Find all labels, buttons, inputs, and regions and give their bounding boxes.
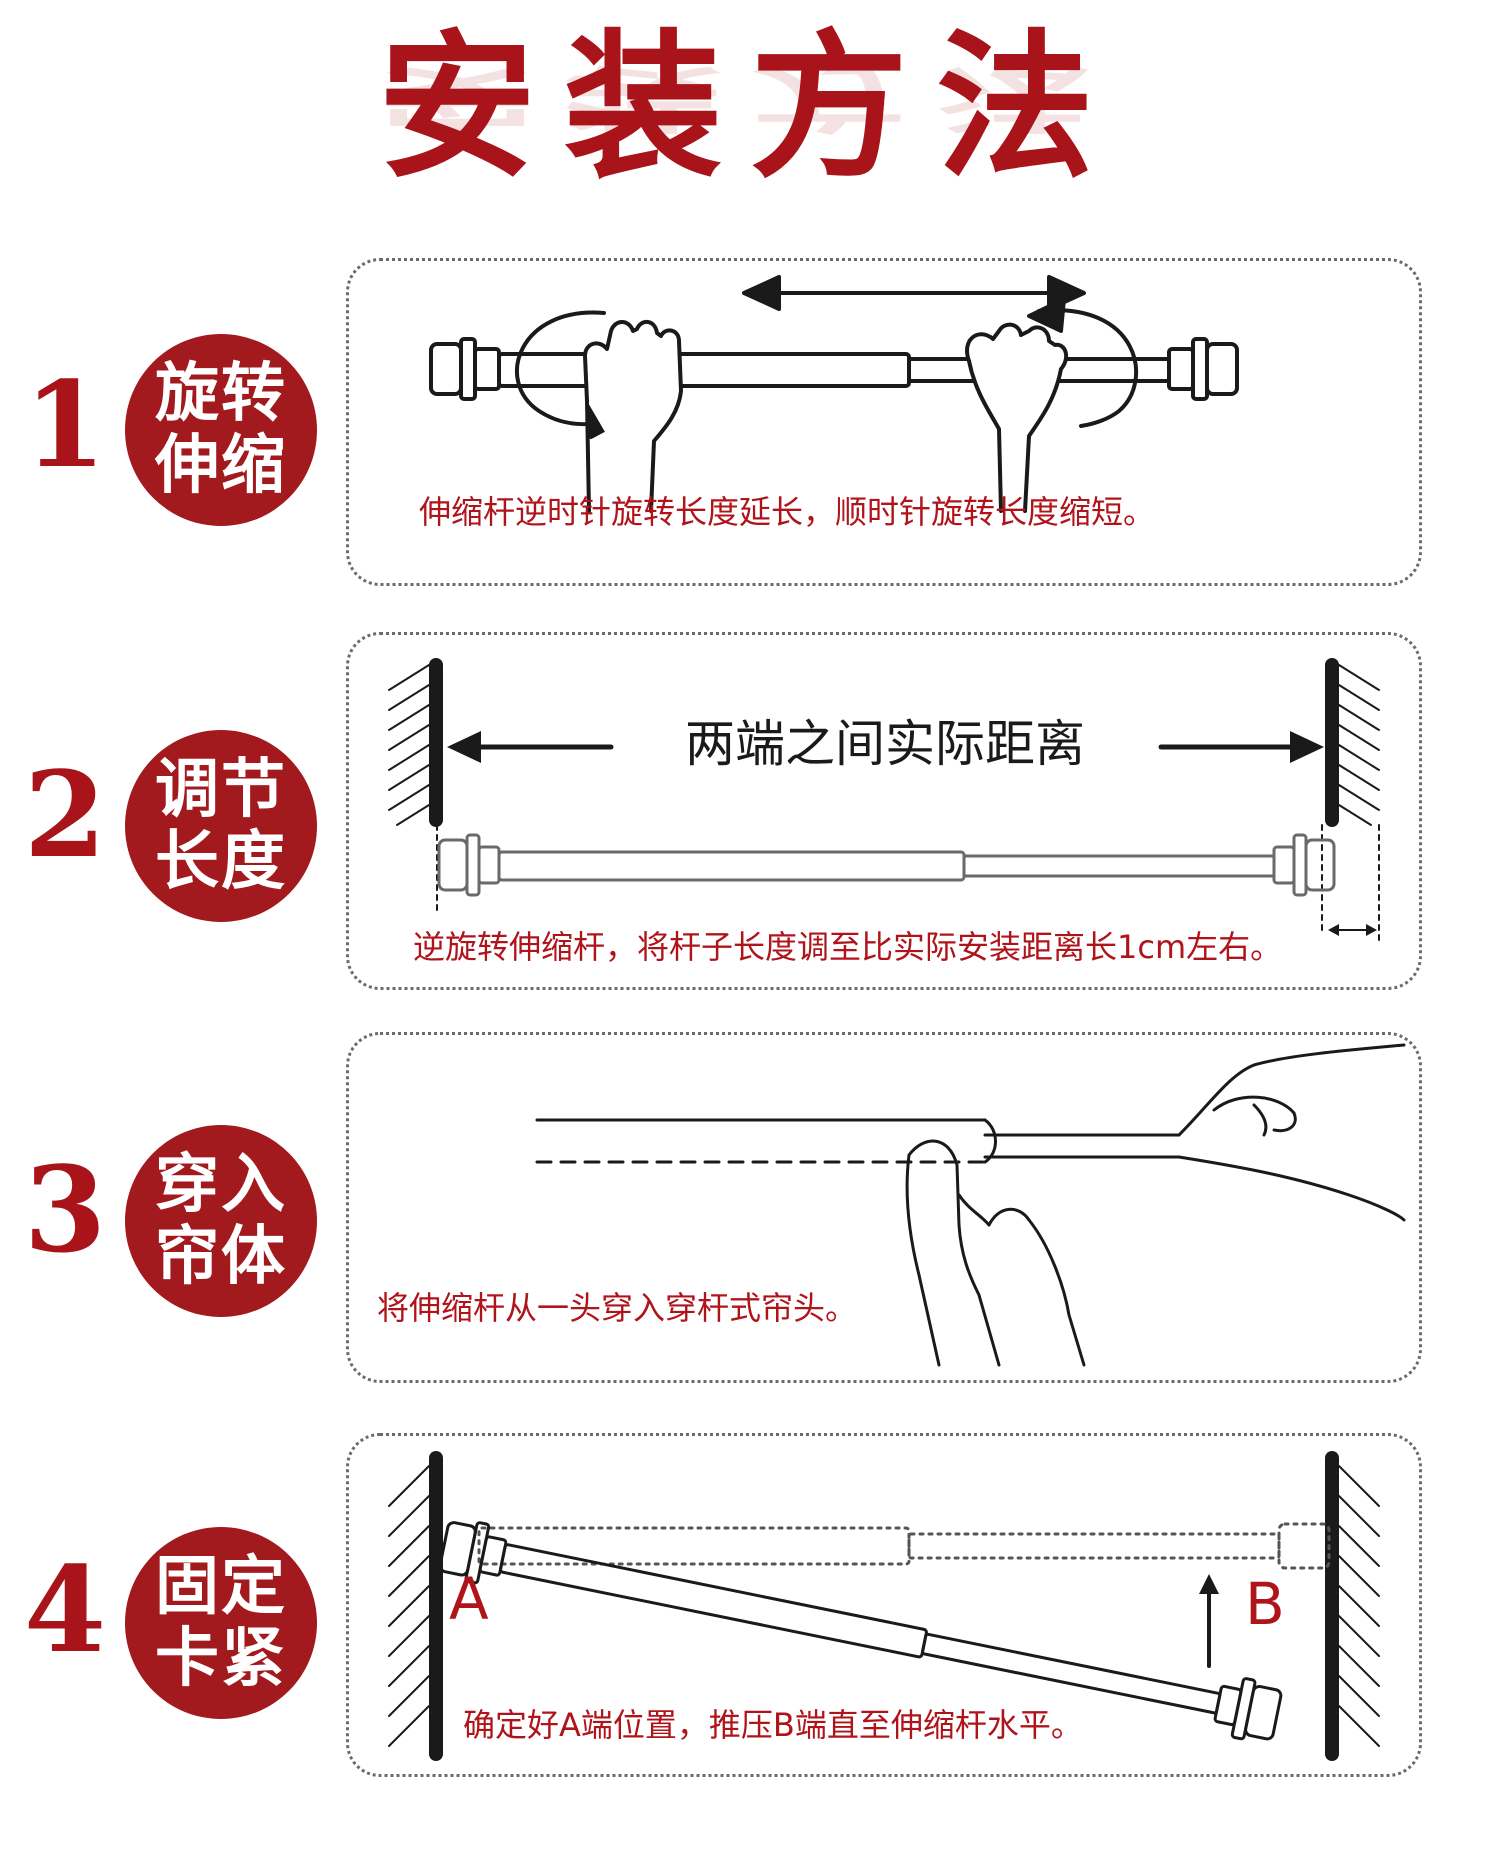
step-1-badge: 旋转 伸缩 [125, 334, 317, 526]
page-title-wrap: 安装方法 安装方法 [0, 18, 1500, 233]
step-2-rod [437, 833, 1336, 897]
step-3-badge-line2: 帘体 [155, 1220, 287, 1294]
step-3-caption: 将伸缩杆从一头穿入穿杆式帘头。 [377, 1289, 858, 1327]
step-3-number: 3 [23, 1140, 107, 1279]
tilted-rod [438, 1521, 1283, 1741]
step-4-badge-line1: 固定 [155, 1550, 287, 1624]
step-3-panel: 将伸缩杆从一头穿入穿杆式帘头。 [346, 1032, 1422, 1383]
step-1-badge-line2: 伸缩 [155, 429, 287, 503]
step-3-badge-line1: 穿入 [155, 1148, 287, 1222]
step-2-panel: 两端之间实际距离 逆旋转伸缩杆，将杆子长度调至比实际安装距离长1cm左右。 [346, 632, 1422, 990]
step-4-number: 4 [23, 1540, 107, 1679]
right-hand-outline [1177, 1043, 1406, 1222]
step-2-number: 2 [23, 745, 107, 884]
lower-hand-outline [905, 1139, 1001, 1367]
rod-end-cap-right [1205, 342, 1239, 396]
step-2-caption: 逆旋转伸缩杆，将杆子长度调至比实际安装距离长1cm左右。 [413, 928, 1283, 966]
step-1-badge-line1: 旋转 [155, 357, 287, 431]
step-4-caption: 确定好A端位置，推压B端直至伸缩杆水平。 [463, 1706, 1083, 1744]
step-1-panel: 伸缩杆逆时针旋转长度延长，顺时针旋转长度缩短。 [346, 258, 1422, 586]
wall-left-hatch [388, 664, 430, 826]
step-4-diagram: A B [388, 1451, 1380, 1761]
rotate-arrow-right [1037, 308, 1139, 428]
step-1-caption: 伸缩杆逆时针旋转长度延长，顺时针旋转长度缩短。 [419, 493, 1156, 531]
left-hand [583, 320, 683, 513]
step-2-badge-line2: 长度 [155, 825, 287, 899]
step-4-badge: 固定 卡紧 [125, 1527, 317, 1719]
page-title: 安装方法 [378, 16, 1122, 200]
step-2-diagram: 两端之间实际距离 [388, 658, 1380, 941]
rod-end-ring-left [459, 337, 477, 401]
step-2-badge: 调节 长度 [125, 730, 317, 922]
label-a: A [449, 1565, 489, 1633]
distance-label: 两端之间实际距离 [685, 715, 1085, 773]
curtain-fold [983, 1118, 997, 1164]
step-4-badge-line2: 卡紧 [155, 1622, 287, 1696]
target-rod-dotted [477, 1522, 1331, 1570]
wall-left-hatch [388, 1465, 430, 1747]
wall-right-hatch [1338, 664, 1380, 826]
rotate-arrow-left [514, 310, 606, 427]
wall-right-hatch [1338, 1465, 1380, 1747]
step-3-diagram [535, 1043, 1406, 1367]
step-1-diagram [429, 275, 1239, 513]
step-3-badge: 穿入 帘体 [125, 1125, 317, 1317]
right-hand [965, 322, 1069, 513]
rod-outer-tube [497, 352, 911, 388]
step-1-number: 1 [23, 355, 107, 494]
step-4-panel: A B 确定好A端位置，推压B端直至伸缩杆水平。 [346, 1433, 1422, 1777]
rod-end-ring-right [1191, 337, 1209, 401]
arrow-left-head [742, 275, 781, 311]
rod-end-cap-left [429, 342, 463, 396]
label-b: B [1245, 1570, 1285, 1638]
step-2-badge-line1: 调节 [155, 753, 287, 827]
